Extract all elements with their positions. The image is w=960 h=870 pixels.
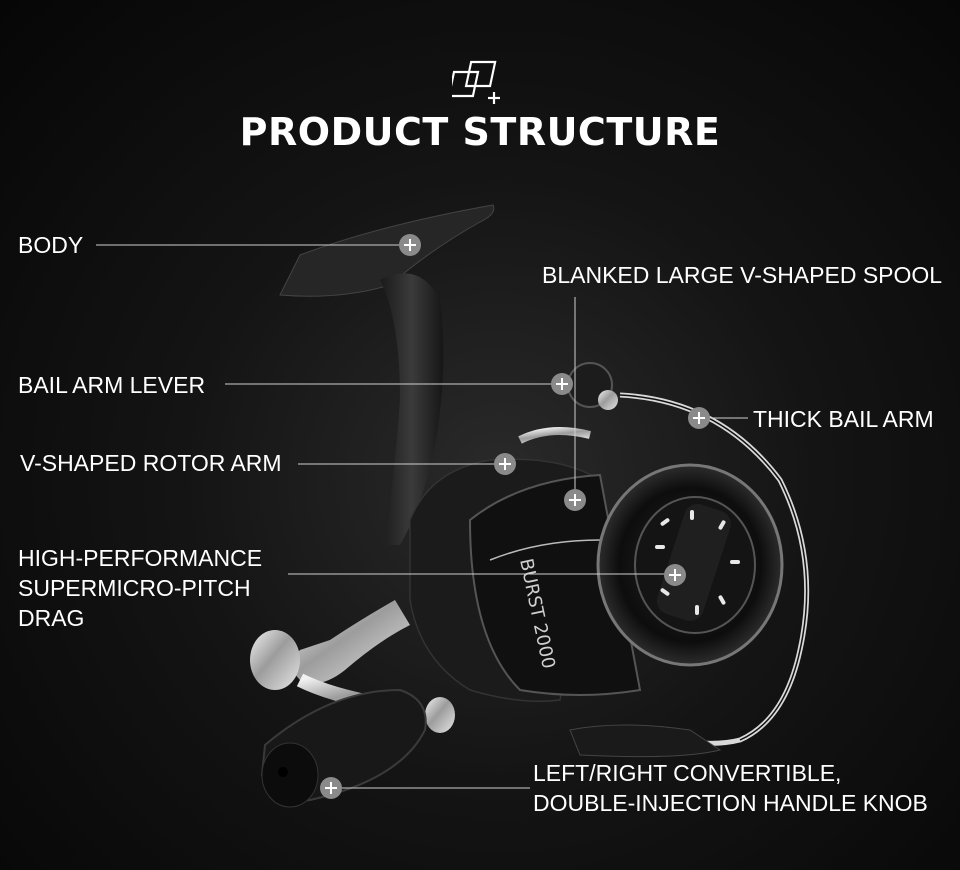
marker-rotor-arm — [494, 453, 516, 475]
callout-drag: HIGH-PERFORMANCE SUPERMICRO-PITCH DRAG — [18, 543, 262, 633]
spool — [596, 463, 784, 667]
callout-drag-line-1: HIGH-PERFORMANCE — [18, 545, 263, 571]
callout-handle: LEFT/RIGHT CONVERTIBLE, DOUBLE-INJECTION… — [533, 758, 928, 818]
callout-thick-bail: THICK BAIL ARM — [753, 406, 934, 432]
marker-bail-lever — [551, 373, 573, 395]
callout-rotor-arm: V-SHAPED ROTOR ARM — [20, 450, 282, 476]
marker-handle — [320, 777, 342, 799]
callout-spool: BLANKED LARGE V-SHAPED SPOOL — [542, 262, 943, 288]
callout-drag-line-3: DRAG — [18, 605, 85, 631]
callout-body: BODY — [18, 232, 84, 258]
marker-spool — [564, 489, 586, 511]
marker-drag — [664, 564, 686, 586]
callout-handle-line-2: DOUBLE-INJECTION HANDLE KNOB — [533, 790, 928, 816]
callout-handle-line-1: LEFT/RIGHT CONVERTIBLE, — [533, 760, 842, 786]
layers-plus-icon — [452, 60, 500, 104]
handle — [250, 600, 455, 808]
marker-body — [399, 234, 421, 256]
rotor: BURST 2000 — [468, 473, 642, 696]
callout-bail-lever: BAIL ARM LEVER — [18, 372, 206, 398]
marker-thick-bail — [688, 407, 710, 429]
callout-drag-line-2: SUPERMICRO-PITCH — [18, 575, 251, 601]
page-title: PRODUCT STRUCTURE — [239, 110, 721, 154]
reel-foot — [279, 204, 495, 545]
